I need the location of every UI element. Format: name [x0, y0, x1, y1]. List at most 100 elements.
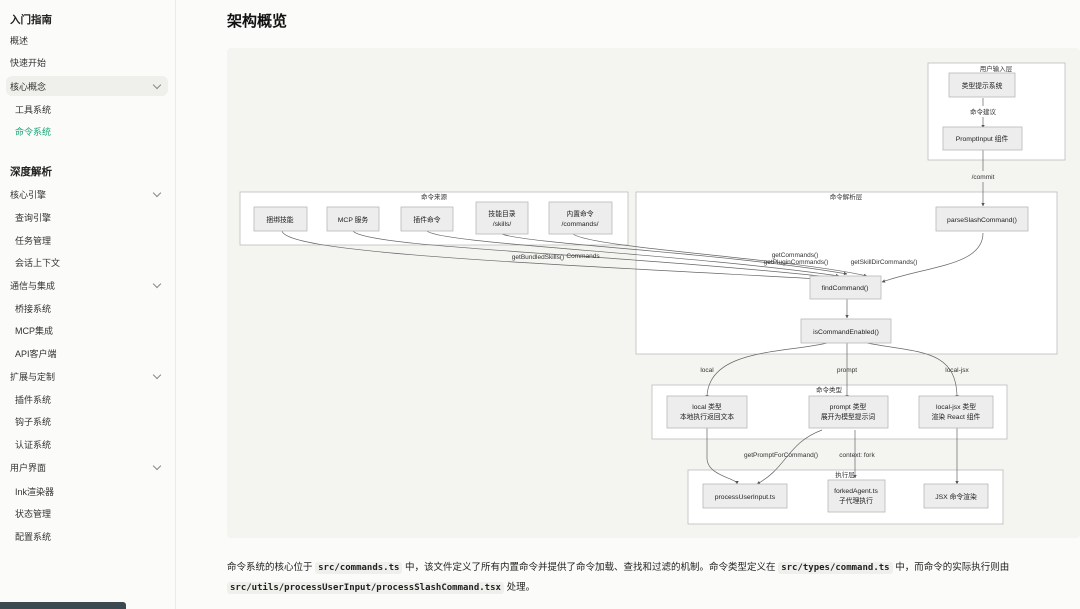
edge-label-cmd-suggest: 命令建议	[970, 107, 997, 116]
edge-label-commit: /commit	[972, 174, 995, 181]
node-label: 本地执行返回文本	[680, 412, 735, 421]
node-label: local-jsx 类型	[936, 402, 976, 411]
edge-label-local: local	[700, 367, 714, 374]
sidebar-item-extension[interactable]: 扩展与定制	[6, 366, 168, 386]
sidebar-item-query-engine[interactable]: 查询引擎	[15, 212, 52, 223]
node-label: 展开为模型提示词	[821, 412, 876, 421]
sidebar-item-auth-system[interactable]: 认证系统	[15, 439, 52, 450]
node-bundled-skills	[253, 206, 308, 232]
node-local-type	[666, 395, 748, 429]
edge-label-get-plugin: getPluginCommands()	[764, 259, 829, 266]
node-label: /commands/	[561, 221, 598, 228]
status-bar-tooltip	[0, 602, 126, 609]
node-builtin-commands	[548, 201, 613, 235]
chevron-down-icon	[152, 188, 162, 198]
edge-label-context-fork: context: fork	[839, 452, 875, 459]
node-is-command-enabled	[800, 318, 892, 344]
sidebar-item-user-interface[interactable]: 用户界面	[6, 457, 168, 477]
edge-label-get-prompt: getPromptForCommand()	[744, 452, 818, 459]
node-prompt-input	[942, 126, 1023, 151]
sidebar-item-label: 扩展与定制	[10, 371, 56, 382]
edge-label-get-commands: getCommands()	[772, 252, 819, 259]
node-local-jsx-type	[918, 395, 994, 429]
node-label: local 类型	[692, 402, 722, 411]
sidebar-item-session-context[interactable]: 会话上下文	[15, 257, 61, 268]
code-command-types-ts: src/types/command.ts	[778, 562, 893, 574]
sidebar-section-getting-started: 入门指南	[10, 14, 52, 26]
node-label: forkedAgent.ts	[834, 488, 878, 495]
sidebar-item-bridge-system[interactable]: 桥接系统	[15, 303, 52, 314]
sidebar-item-comm-integration[interactable]: 通信与集成	[6, 275, 168, 295]
node-process-user-input	[702, 483, 788, 509]
node-prompt-type	[808, 395, 889, 429]
description-paragraph: 命令系统的核心位于 src/commands.ts 中，该文件定义了所有内置命令…	[227, 558, 1067, 598]
page-title: 架构概览	[227, 13, 288, 30]
node-label: findCommand()	[822, 285, 869, 292]
sidebar-item-api-client[interactable]: API客户端	[15, 348, 57, 359]
sidebar-item-quick-start[interactable]: 快速开始	[10, 57, 47, 68]
node-label: /skills/	[493, 221, 512, 228]
sidebar-item-core-concepts[interactable]: 核心概念	[6, 76, 168, 96]
text-run: 中，而命令的实际执行则由	[892, 562, 1010, 573]
sidebar-item-plugin-system[interactable]: 插件系统	[15, 394, 52, 405]
sidebar-item-label: 通信与集成	[10, 280, 56, 291]
node-mcp-service	[326, 206, 380, 232]
node-label: 捆绑技能	[266, 215, 293, 224]
diagram-svg: 用户输入层 命令来源 命令解析层 命令类型 执行层	[239, 62, 1066, 525]
sidebar-item-mcp-integration[interactable]: MCP集成	[15, 325, 53, 336]
group-label-parse-layer: 命令解析层	[830, 192, 863, 201]
node-label: prompt 类型	[830, 402, 867, 411]
node-label: PromptInput 组件	[956, 134, 1009, 143]
chevron-down-icon	[152, 279, 162, 289]
code-process-slash-command: src/utils/processUserInput/processSlashC…	[227, 582, 504, 594]
sidebar-item-ink-renderer[interactable]: Ink渲染器	[15, 486, 55, 497]
sidebar-item-label: 用户界面	[10, 462, 47, 473]
sidebar-item-tool-system[interactable]: 工具系统	[15, 104, 52, 115]
node-label: 类型提示系统	[962, 81, 1003, 90]
sidebar-item-config-system[interactable]: 配置系统	[15, 531, 52, 542]
sidebar-item-core-engine[interactable]: 核心引擎	[6, 184, 168, 204]
node-label: 渲染 React 组件	[932, 412, 981, 421]
group-label-exec: 执行层	[835, 470, 855, 479]
chevron-down-icon	[152, 370, 162, 380]
node-label: 技能目录	[488, 209, 515, 218]
node-parse-slash-command	[935, 206, 1029, 232]
code-commands-ts: src/commands.ts	[315, 562, 403, 574]
sidebar: 入门指南 概述 快速开始 核心概念 工具系统 命令系统 深度解析 核心引擎 查询…	[0, 0, 176, 609]
group-label-sources: 命令来源	[421, 192, 448, 201]
sidebar-item-overview[interactable]: 概述	[10, 35, 29, 46]
text-run: 命令系统的核心位于	[227, 562, 316, 573]
architecture-diagram: 用户输入层 命令来源 命令解析层 命令类型 执行层	[227, 48, 1080, 538]
sidebar-item-hook-system[interactable]: 钩子系统	[15, 416, 52, 427]
node-jsx-render	[923, 483, 989, 509]
node-plugin-commands	[400, 206, 454, 232]
node-label: isCommandEnabled()	[813, 329, 879, 336]
sidebar-item-task-management[interactable]: 任务管理	[15, 235, 52, 246]
text-run: 中，该文件定义了所有内置命令并提供了命令加载、查找和过滤的机制。命令类型定义在	[402, 562, 779, 573]
edge-label-local-jsx: local-jsx	[945, 367, 969, 374]
node-label: MCP 服务	[338, 215, 369, 224]
node-label: processUserInput.ts	[715, 494, 776, 501]
node-label: 子代理执行	[839, 496, 873, 505]
text-run: 处理。	[503, 582, 536, 593]
sidebar-item-label: 核心概念	[10, 81, 47, 92]
node-label: parseSlashCommand()	[947, 217, 1017, 224]
sidebar-section-deep-dive: 深度解析	[10, 166, 52, 178]
sidebar-item-label: 核心引擎	[10, 189, 47, 200]
sidebar-item-command-system[interactable]: 命令系统	[15, 126, 52, 137]
group-label-input-layer: 用户输入层	[980, 64, 1013, 73]
node-forked-agent	[827, 479, 886, 513]
edge-label-commands: Commands	[566, 253, 600, 260]
node-label: 内置命令	[566, 209, 593, 218]
node-label: JSX 命令渲染	[935, 492, 977, 501]
edge-label-get-skill-dir: getSkillDirCommands()	[851, 259, 918, 266]
group-label-types: 命令类型	[816, 385, 843, 394]
node-skills-dir	[475, 201, 529, 235]
chevron-down-icon	[152, 80, 162, 90]
sidebar-item-state-management[interactable]: 状态管理	[15, 508, 52, 519]
node-type-hint	[948, 72, 1016, 98]
node-find-command	[809, 275, 882, 300]
edge-label-get-bundled: getBundledSkills()	[512, 254, 564, 261]
chevron-down-icon	[152, 461, 162, 471]
node-label: 插件命令	[413, 215, 440, 224]
